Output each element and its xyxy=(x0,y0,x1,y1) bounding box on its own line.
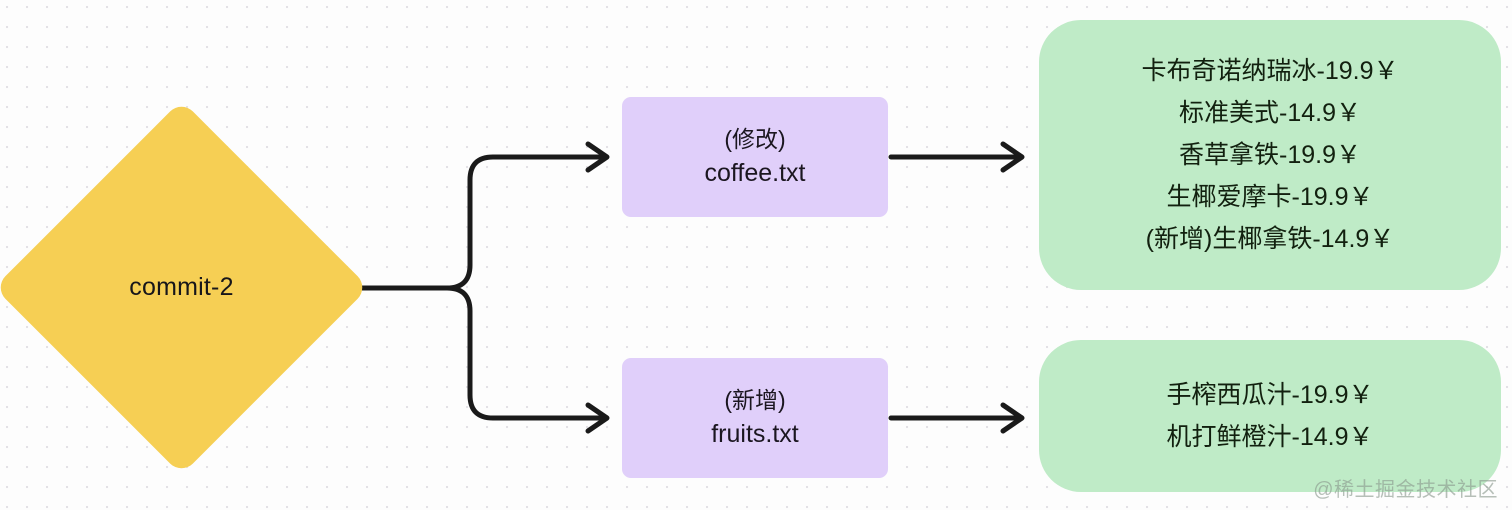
file-change-tag: (修改) xyxy=(724,125,786,152)
content-node-coffee[interactable]: 卡布奇诺纳瑞冰-19.9￥ 标准美式-14.9￥ 香草拿铁-19.9￥ 生椰爱摩… xyxy=(1039,20,1501,290)
content-line: 生椰爱摩卡-19.9￥ xyxy=(1166,183,1374,211)
commit-node-label: commit-2 xyxy=(129,273,234,301)
file-change-tag: (新增) xyxy=(724,386,786,413)
content-line: 机打鲜橙汁-14.9￥ xyxy=(1166,423,1374,451)
content-line: 香草拿铁-19.9￥ xyxy=(1179,141,1361,169)
content-line: (新增)生椰拿铁-14.9￥ xyxy=(1145,225,1395,253)
arrow-head-fruits xyxy=(585,402,610,434)
content-line: 手榨西瓜汁-19.9￥ xyxy=(1166,381,1374,409)
arrow-head-coffee xyxy=(585,141,610,173)
connector-commit-to-fruits xyxy=(349,285,604,421)
watermark-label: @稀土掘金技术社区 xyxy=(1313,479,1498,501)
file-node-fruits[interactable]: (新增) fruits.txt xyxy=(622,358,888,478)
content-node-fruits[interactable]: 手榨西瓜汁-19.9￥ 机打鲜橙汁-14.9￥ xyxy=(1039,340,1501,492)
content-line: 标准美式-14.9￥ xyxy=(1179,99,1361,127)
content-line: 卡布奇诺纳瑞冰-19.9￥ xyxy=(1141,57,1399,85)
file-node-coffee[interactable]: (修改) coffee.txt xyxy=(622,97,888,217)
file-name-label: fruits.txt xyxy=(711,420,799,449)
file-name-label: coffee.txt xyxy=(704,159,806,188)
connector-commit-to-coffee xyxy=(349,154,604,291)
arrow-head-coffee-content xyxy=(1000,141,1025,173)
arrow-head-fruits-content xyxy=(1000,402,1025,434)
